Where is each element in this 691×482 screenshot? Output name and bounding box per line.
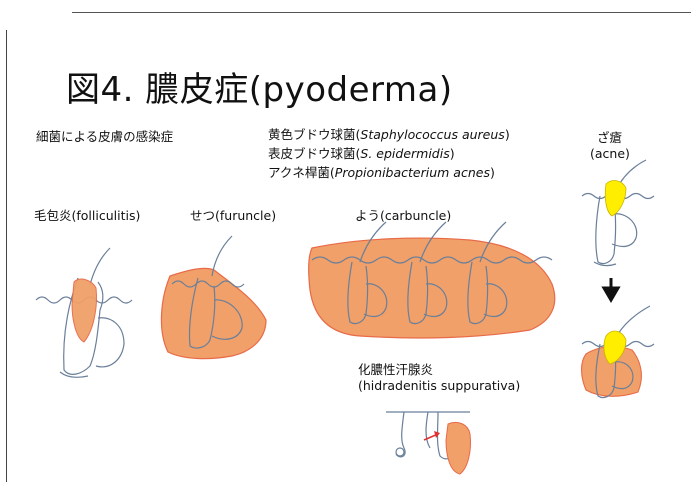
folliculitis-gland [96, 318, 124, 367]
acne-comedo-top [605, 181, 626, 216]
furuncle-hair [212, 236, 232, 276]
folliculitis-infection [72, 279, 97, 342]
hidradenitis-infection [446, 422, 471, 474]
progression-arrow-icon [604, 278, 618, 300]
folliculitis-hair [90, 248, 110, 285]
furuncle-infection [161, 268, 266, 358]
hidradenitis-gland-coil [396, 448, 404, 456]
acne-hair-bottom [618, 306, 650, 334]
hidradenitis-duct [426, 412, 430, 448]
carbuncle-infection [309, 238, 555, 338]
